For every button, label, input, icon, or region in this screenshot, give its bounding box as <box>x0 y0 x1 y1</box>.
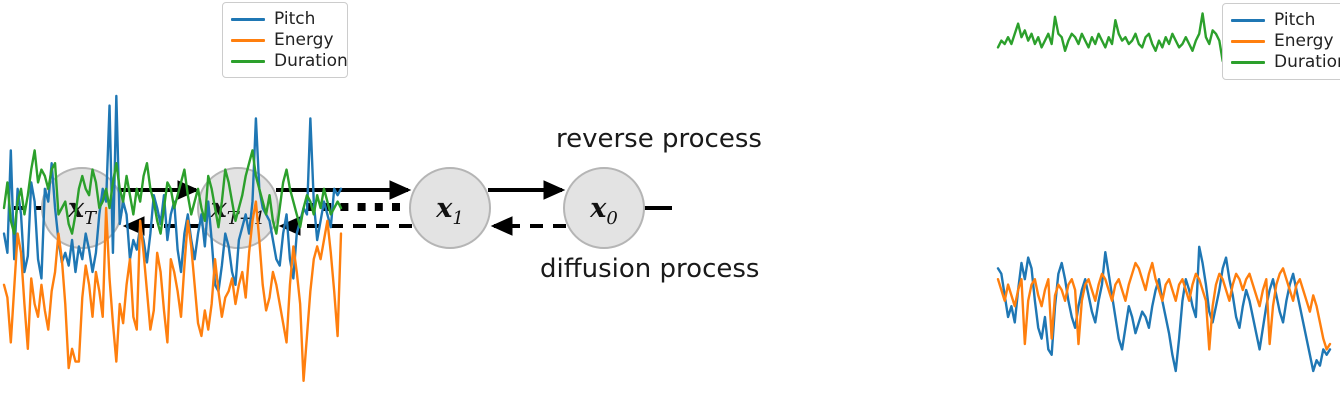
diffusion-process-label: diffusion process <box>540 254 760 284</box>
legend-swatch-energy <box>1231 40 1265 43</box>
legend-swatch-duration <box>231 60 265 63</box>
legend-item-pitch: Pitch <box>1231 10 1334 31</box>
legend-label-duration: Duration <box>274 51 348 71</box>
node-label-x1: x1 <box>435 193 464 229</box>
legend-label-pitch: Pitch <box>1274 10 1316 30</box>
legend-swatch-energy <box>231 39 265 42</box>
legend-label-energy: Energy <box>274 30 334 50</box>
legend-swatch-pitch <box>231 18 265 21</box>
legend-label-pitch: Pitch <box>274 9 316 29</box>
legend-label-duration: Duration <box>1274 52 1340 72</box>
series-duration <box>2 149 343 235</box>
legend-item-pitch: Pitch <box>231 9 338 30</box>
legend-item-energy: Energy <box>1231 31 1334 52</box>
legend-label-energy: Energy <box>1274 31 1334 51</box>
legend-swatch-duration <box>1231 61 1265 64</box>
node-x1: x1 <box>409 167 491 249</box>
legend-swatch-pitch <box>1231 19 1265 22</box>
series-energy <box>996 261 1332 351</box>
node-x0: x0 <box>563 167 645 249</box>
noisy-prediction-svg <box>2 94 343 382</box>
legend-item-energy: Energy <box>231 30 338 51</box>
legend-item-duration: Duration <box>231 51 348 72</box>
series-pitch <box>996 245 1332 373</box>
reverse-process-label: reverse process <box>556 124 762 154</box>
noisy-prediction-plot <box>0 0 360 404</box>
series-energy <box>2 200 343 382</box>
ellipsis-dots <box>306 203 400 211</box>
legend-item-duration: Duration <box>1231 52 1340 73</box>
node-label-x0: x0 <box>589 193 618 229</box>
